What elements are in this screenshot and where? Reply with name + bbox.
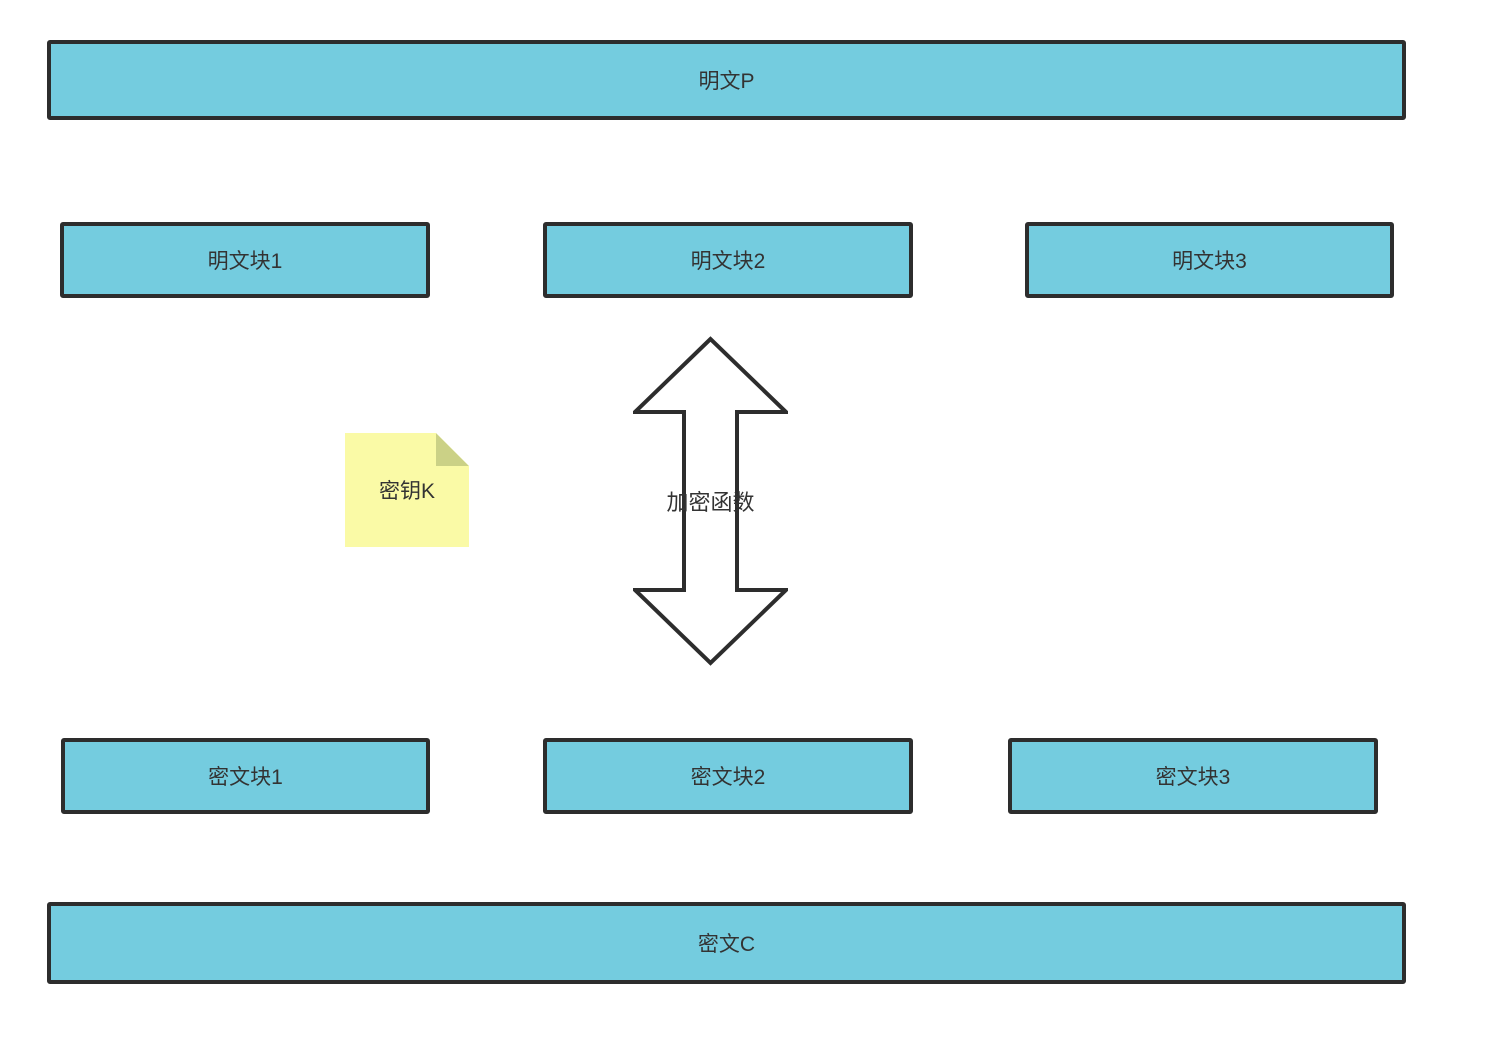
key-note: 密钥K [345,433,469,547]
node-ciphertext-bar-label: 密文C [697,933,756,956]
node-cipher-block-3: 密文块3 [1008,738,1378,814]
key-note-label: 密钥K [378,480,435,503]
encrypt-arrow: 加密函数 [633,336,788,666]
node-ciphertext-bar: 密文C [47,902,1406,984]
node-plaintext-bar: 明文P [47,40,1406,120]
node-plaintext-block-2-label: 明文块2 [690,250,766,273]
note-fold-corner-icon [436,433,469,466]
node-plaintext-bar-label: 明文P [698,70,755,93]
node-cipher-block-1: 密文块1 [61,738,430,814]
node-cipher-block-2: 密文块2 [543,738,913,814]
node-cipher-block-2-label: 密文块2 [690,766,766,789]
node-plaintext-block-1-label: 明文块1 [207,250,283,273]
node-plaintext-block-1: 明文块1 [60,222,430,298]
node-cipher-block-3-label: 密文块3 [1155,766,1231,789]
node-plaintext-block-3: 明文块3 [1025,222,1394,298]
encrypt-arrow-label: 加密函数 [666,490,755,515]
node-cipher-block-1-label: 密文块1 [208,766,283,789]
node-plaintext-block-2: 明文块2 [543,222,913,298]
double-vertical-arrow-icon [633,336,788,666]
node-plaintext-block-3-label: 明文块3 [1172,250,1247,273]
